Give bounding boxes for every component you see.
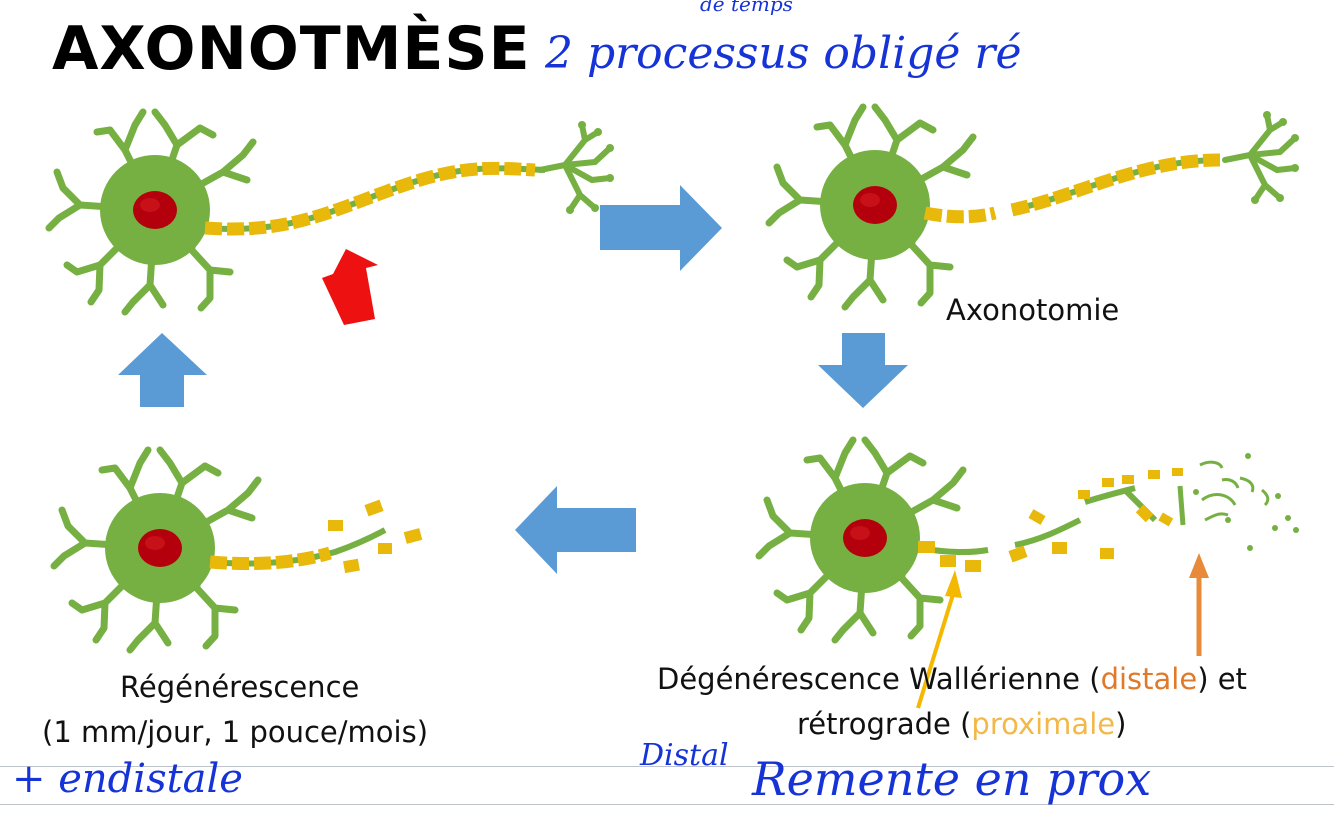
degeneration-label: Dégénérescence Wallérienne ( [657, 662, 1101, 696]
retrograde-label: rétrograde ( [797, 707, 971, 741]
proximal-highlight: proximale [971, 707, 1115, 741]
distal-arrow [1189, 553, 1209, 656]
annotation-remente: Remente en prox [752, 752, 1151, 806]
terminal-debris [1200, 462, 1268, 520]
arrow-right [600, 185, 722, 271]
caption-degeneration: Dégénérescence Wallérienne (distale) et [657, 662, 1247, 696]
arrow-left [515, 486, 636, 574]
arrow-up [118, 333, 207, 407]
arrow-down [818, 333, 908, 408]
annotation-distal: Distal [640, 738, 729, 773]
distal-highlight: distale [1101, 662, 1198, 696]
injury-arrow [322, 249, 378, 325]
caption-axotomy: Axonotomie [946, 293, 1119, 327]
caption-retrograde: rétrograde (proximale) [797, 707, 1126, 741]
degeneration-connector: ) et [1197, 662, 1247, 696]
annotation-endistale: + endistale [12, 756, 243, 802]
neuron-degeneration [759, 440, 1299, 640]
myelin-debris [1008, 468, 1183, 562]
neuron-axotomy [769, 107, 1299, 307]
caption-regeneration: Régénérescence [120, 670, 359, 704]
retrograde-close: ) [1115, 707, 1126, 741]
myelin-sheath [205, 168, 535, 229]
caption-regeneration-rate: (1 mm/jour, 1 pouce/mois) [42, 715, 428, 749]
neuron-regeneration [54, 450, 422, 650]
